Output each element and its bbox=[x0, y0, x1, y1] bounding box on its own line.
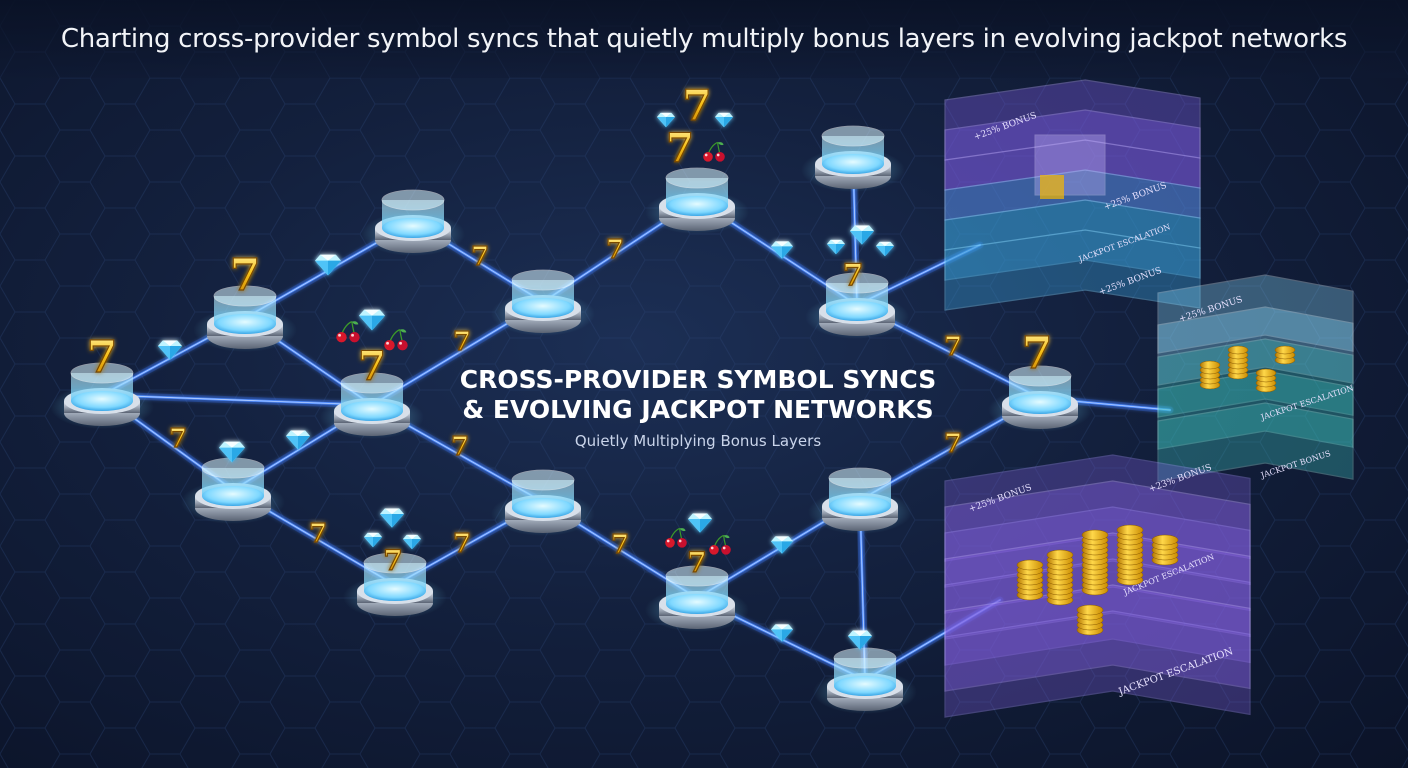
node-l-liquid bbox=[826, 301, 888, 321]
seven-icon-8: 7 bbox=[606, 235, 624, 265]
center-title-line-2: & EVOLVING JACKPOT NETWORKS bbox=[462, 395, 933, 424]
seven-icon-2: 7 bbox=[358, 343, 386, 390]
seven-icon-10: 7 bbox=[451, 432, 469, 462]
node-c-liquid bbox=[382, 218, 444, 238]
node-h-liquid bbox=[512, 498, 574, 518]
node-k-liquid bbox=[822, 154, 884, 174]
seven-icon-11: 7 bbox=[169, 424, 187, 454]
center-title-line-1: CROSS-PROVIDER SYMBOL SYNCS bbox=[460, 365, 936, 394]
bottom-coin-1-9 bbox=[1047, 550, 1073, 560]
bottom-coin-5-4 bbox=[1077, 605, 1103, 615]
bottom-coin-4-4 bbox=[1152, 535, 1178, 545]
banner-title: Charting cross-provider symbol syncs tha… bbox=[61, 24, 1347, 54]
node-m-liquid bbox=[1009, 394, 1071, 414]
node-o-lid bbox=[834, 648, 896, 668]
node-c-lid bbox=[382, 190, 444, 210]
mid-coin-2-3 bbox=[1256, 369, 1276, 377]
node-b-liquid bbox=[214, 314, 276, 334]
node-d-liquid bbox=[202, 486, 264, 506]
mid-coin-0-4 bbox=[1200, 361, 1220, 369]
bottom-coin-0-6 bbox=[1017, 560, 1043, 570]
node-i-liquid bbox=[666, 196, 728, 216]
top-stack-emblem bbox=[1040, 175, 1064, 199]
node-o-liquid bbox=[834, 676, 896, 696]
seven-icon-3: 7 bbox=[682, 81, 711, 130]
node-e-liquid bbox=[341, 401, 403, 421]
node-n-liquid bbox=[829, 496, 891, 516]
center-subtitle: Quietly Multiplying Bonus Layers bbox=[575, 432, 821, 450]
mid-coin-1-5 bbox=[1228, 346, 1248, 354]
seven-icon-17: 7 bbox=[383, 544, 402, 577]
node-n-lid bbox=[829, 468, 891, 488]
node-j-liquid bbox=[666, 594, 728, 614]
seven-icon-5: 7 bbox=[843, 258, 864, 293]
mid-coin-3-2 bbox=[1275, 346, 1295, 354]
seven-icon-9: 7 bbox=[453, 327, 471, 357]
seven-icon-1: 7 bbox=[87, 332, 118, 383]
node-a-liquid bbox=[71, 391, 133, 411]
node-f-lid bbox=[512, 270, 574, 290]
node-g-liquid bbox=[364, 581, 426, 601]
node-k-lid bbox=[822, 126, 884, 146]
banner: Charting cross-provider symbol syncs tha… bbox=[0, 0, 1408, 78]
node-f-liquid bbox=[512, 298, 574, 318]
bottom-coin-2-11 bbox=[1082, 530, 1108, 540]
seven-icon-16: 7 bbox=[944, 429, 962, 459]
bottom-coin-3-10 bbox=[1117, 525, 1143, 535]
seven-icon-6: 7 bbox=[1022, 328, 1053, 379]
node-h-lid bbox=[512, 470, 574, 490]
seven-icon-18: 7 bbox=[687, 546, 706, 579]
seven-icon-12: 7 bbox=[309, 519, 327, 549]
seven-icon-7: 7 bbox=[471, 242, 489, 272]
seven-icon-15: 7 bbox=[944, 332, 962, 362]
seven-icon-13: 7 bbox=[453, 529, 471, 559]
seven-icon-4: 7 bbox=[666, 125, 694, 172]
seven-icon-14: 7 bbox=[611, 530, 629, 560]
seven-icon-0: 7 bbox=[230, 250, 261, 301]
